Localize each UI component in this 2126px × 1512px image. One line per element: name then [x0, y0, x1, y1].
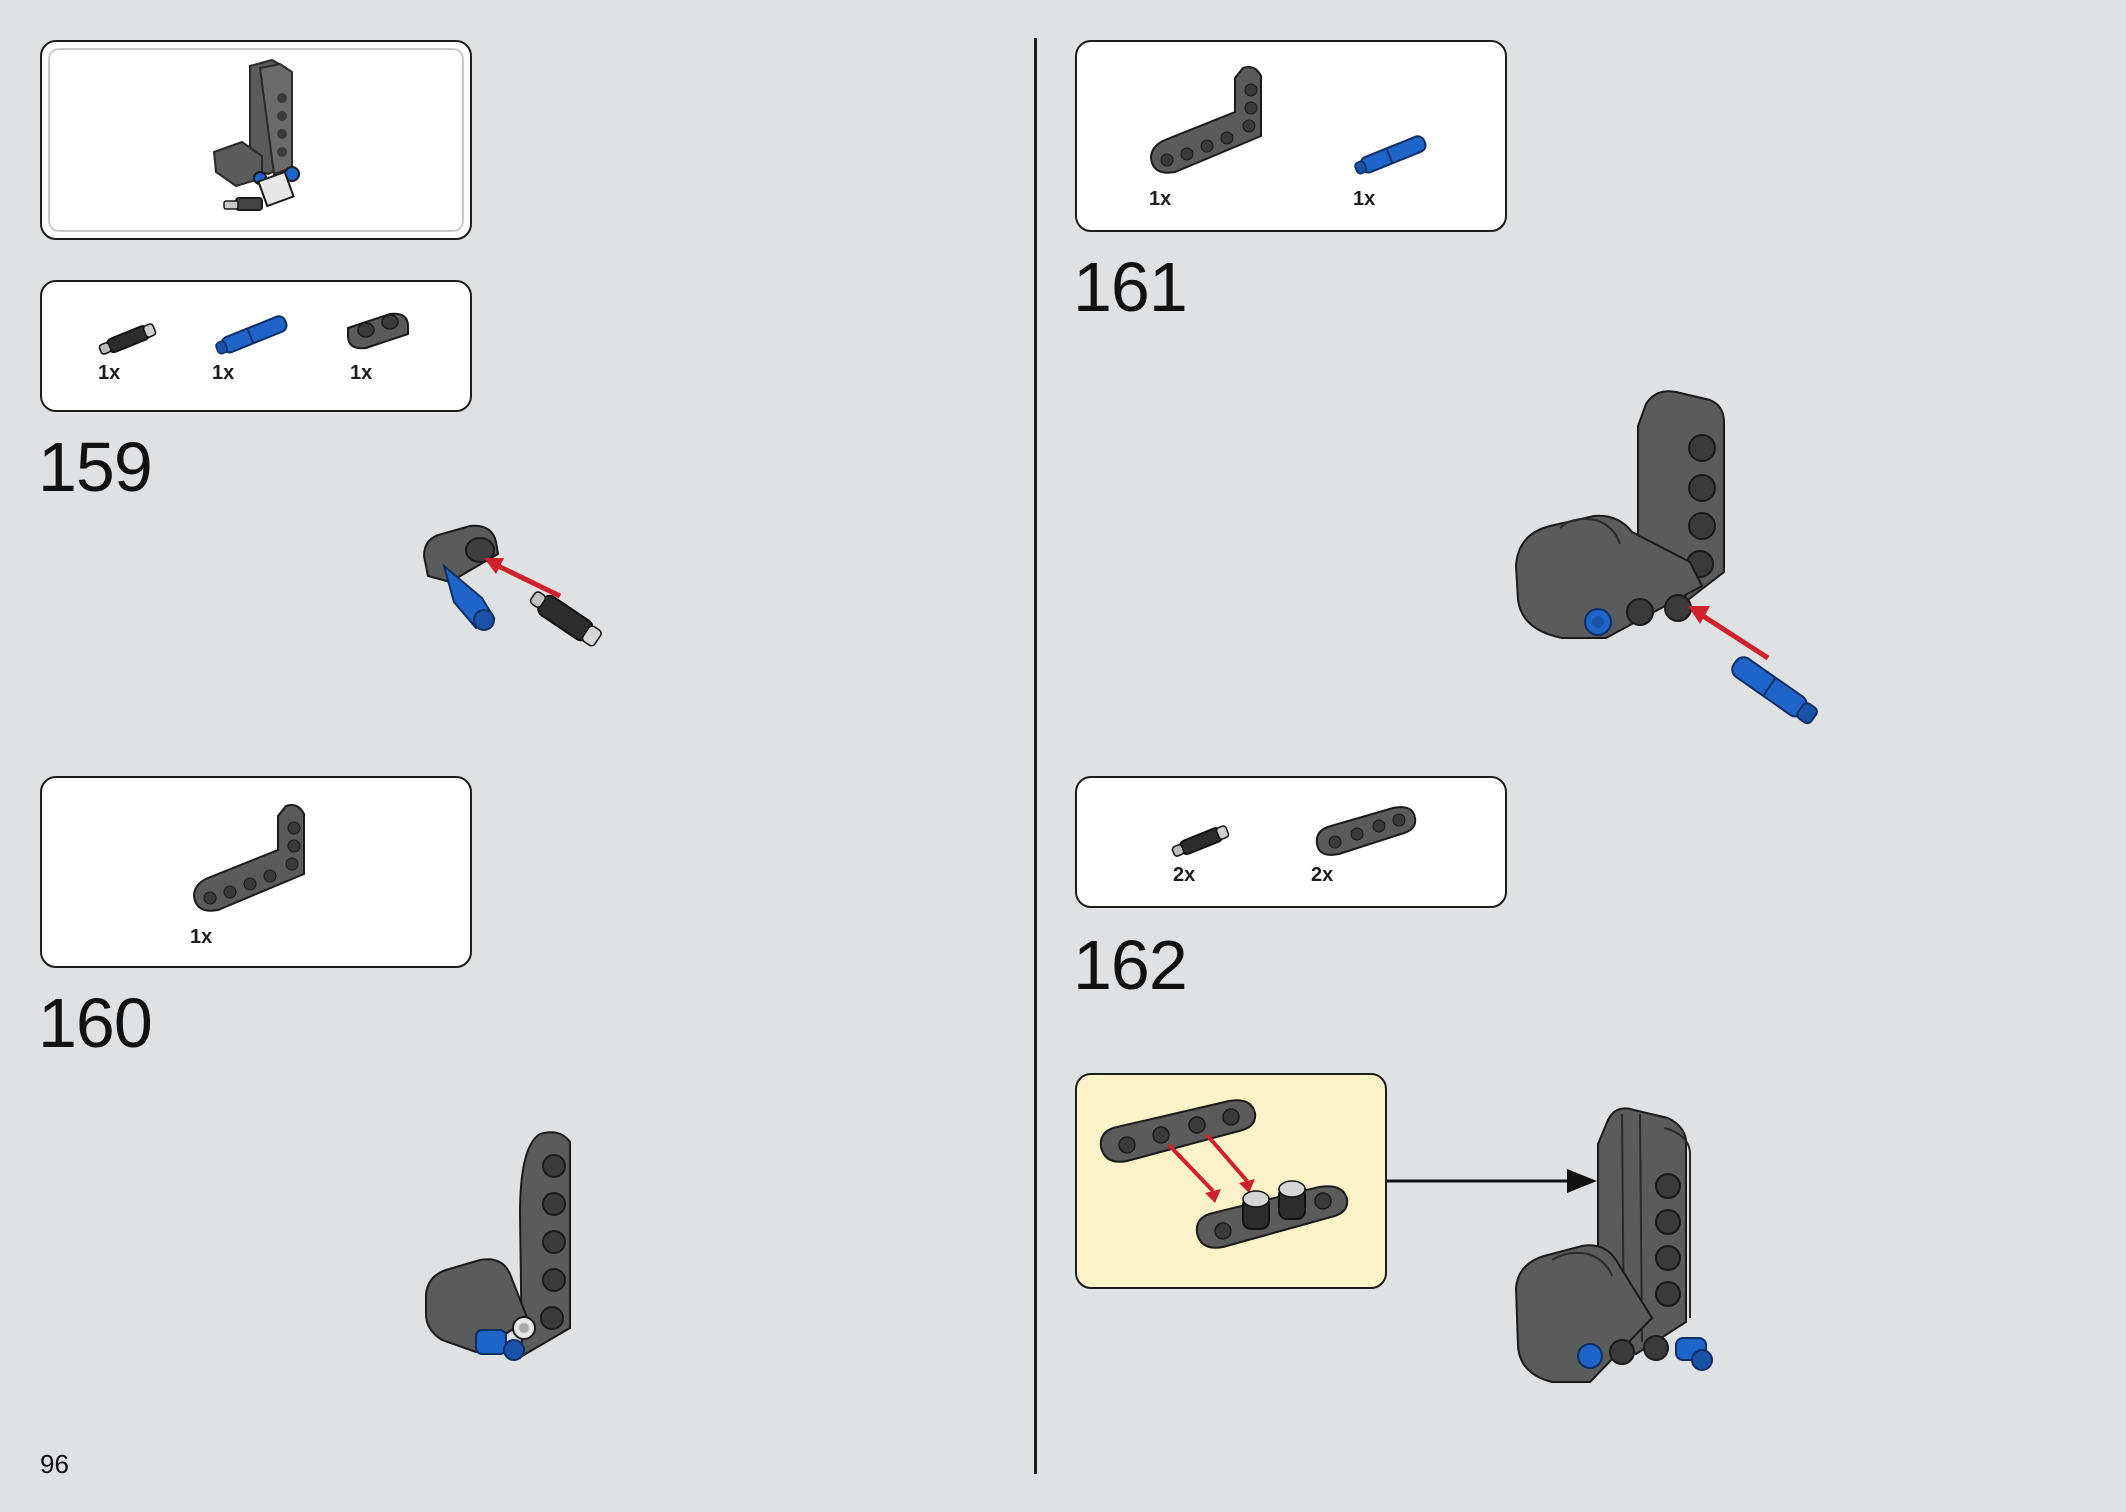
step-number: 159	[38, 428, 153, 506]
assembled-l-beam-icon	[212, 58, 300, 211]
page-number: 96	[40, 1449, 69, 1479]
blue-long-pin-icon	[215, 315, 288, 355]
part-qty: 2x	[1311, 864, 1334, 886]
step-number: 161	[1073, 248, 1188, 326]
step-159-assembly-illustration	[422, 524, 602, 647]
part-qty: 1x	[212, 362, 235, 384]
step-161-parts-list: 1x 1x	[1075, 40, 1507, 232]
part-qty: 2x	[1173, 864, 1196, 886]
l-shape-beam-icon	[1149, 66, 1262, 174]
black-friction-pin-icon	[98, 323, 157, 355]
part-qty: 1x	[350, 362, 373, 384]
step-160-assembly-illustration	[425, 1131, 571, 1361]
callout-arrow-icon	[1387, 1169, 1597, 1193]
part-qty: 1x	[1353, 188, 1376, 210]
step-161-assembly-illustration	[1514, 390, 1818, 725]
two-hole-beam-icon	[347, 312, 409, 350]
blue-long-pin-icon	[1354, 135, 1427, 175]
step-number: 162	[1073, 926, 1188, 1004]
black-friction-pin-icon	[1171, 825, 1230, 857]
step-159-parts-list: 1x 1x 1x	[40, 280, 472, 412]
part-qty: 1x	[98, 362, 121, 384]
part-qty: 1x	[190, 926, 213, 948]
column-divider	[1034, 38, 1037, 1474]
step-number: 160	[38, 984, 153, 1062]
thin-beam-subassembly-icon	[1099, 1099, 1349, 1249]
step-160-parts-list: 1x	[40, 776, 472, 968]
part-qty: 1x	[1149, 188, 1172, 210]
l-shape-beam-icon	[192, 804, 305, 912]
four-hole-thin-beam-icon	[1315, 806, 1417, 856]
step-162-parts-list: 2x 2x	[1075, 776, 1507, 908]
step-162-assembly-illustration	[1514, 1107, 1713, 1383]
subassembly-callout	[1075, 1073, 1387, 1289]
submodel-preview-box	[40, 40, 472, 240]
